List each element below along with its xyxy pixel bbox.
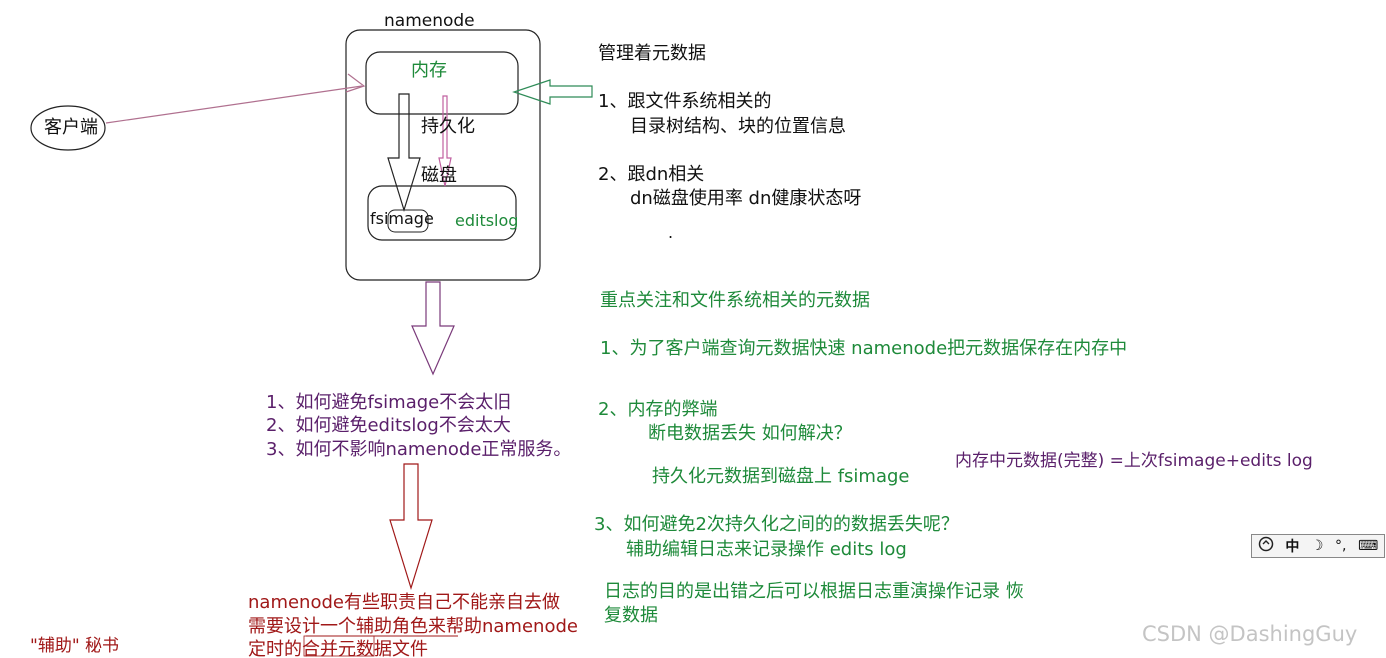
- stray-dot: .: [668, 223, 674, 242]
- focus-point2-title: 2、内存的弊端: [598, 399, 718, 420]
- metadata-item2-detail: dn磁盘使用率 dn健康状态呀: [630, 188, 862, 209]
- metadata-input-arrow: [512, 79, 593, 105]
- secondary-line2: 需要设计一个辅助角色来帮助namenode: [248, 616, 578, 637]
- client-ellipse: [30, 105, 106, 151]
- memory-box: [365, 51, 519, 115]
- watermark: CSDN @DashingGuy: [1142, 622, 1358, 646]
- ime-language-toggle[interactable]: 中: [1285, 539, 1300, 555]
- ime-logo-icon[interactable]: [1258, 536, 1274, 556]
- focus-point1: 1、为了客户端查询元数据快速 namenode把元数据保存在内存中: [600, 338, 1128, 359]
- log-purpose-line1: 日志的目的是出错之后可以根据日志重演操作记录 恢: [604, 581, 1024, 602]
- question-2: 2、如何避免editslog不会太大: [266, 415, 511, 436]
- question-3: 3、如何不影响namenode正常服务。: [266, 439, 572, 460]
- secondary-line1: namenode有些职责自己不能亲自去做: [248, 592, 560, 613]
- namenode-box: [345, 29, 541, 281]
- focus-point2-detail: 断电数据丢失 如何解决？: [648, 423, 852, 444]
- metadata-item1-detail: 目录树结构、块的位置信息: [630, 116, 846, 137]
- memory-label: 内存: [411, 60, 447, 81]
- persist-label: 持久化: [421, 116, 475, 137]
- namenode-to-questions-arrow: [411, 281, 455, 376]
- focus-point2-solution: 持久化元数据到磁盘上 fsimage: [652, 466, 910, 487]
- namenode-label: namenode: [384, 11, 475, 31]
- edits-arrow: [438, 95, 452, 187]
- focus-point3-detail: 辅助编辑日志来记录操作 edits log: [626, 539, 907, 560]
- disk-label: 磁盘: [421, 165, 457, 186]
- punctuation-toggle[interactable]: °,: [1334, 538, 1347, 554]
- fsimage-inner-box: [387, 209, 429, 233]
- secondary-small-box: [303, 635, 375, 657]
- metadata-item1-title: 1、跟文件系统相关的: [598, 91, 772, 112]
- log-purpose-line2: 复数据: [604, 605, 658, 626]
- memory-to-disk-arrow: [387, 93, 421, 213]
- moon-icon[interactable]: ☽: [1310, 538, 1324, 554]
- metadata-item2-title: 2、跟dn相关: [598, 164, 705, 185]
- client-arrowhead: [345, 73, 366, 93]
- questions-to-secondary-arrow: [389, 463, 433, 591]
- client-to-namenode-line: [105, 85, 363, 124]
- focus-heading: 重点关注和文件系统相关的元数据: [600, 290, 870, 311]
- metadata-heading: 管理着元数据: [598, 43, 706, 64]
- question-1: 1、如何避免fsimage不会太旧: [266, 392, 512, 413]
- assistant-label: "辅助" 秘书: [30, 636, 120, 656]
- secondary-line3: 定时的合并元数据文件: [248, 639, 428, 658]
- disk-box: [367, 185, 517, 241]
- focus-point3-title: 3、如何避免2次持久化之间的的数据丢失呢？: [594, 514, 959, 535]
- editslog-label: editslog: [455, 211, 519, 230]
- client-label: 客户端: [44, 117, 98, 138]
- ime-toolbar[interactable]: 中 ☽ °, ⌨: [1251, 534, 1385, 558]
- memory-formula: 内存中元数据(完整) =上次fsimage+edits log: [955, 451, 1313, 471]
- fsimage-label: fsimage: [370, 209, 434, 228]
- keyboard-icon[interactable]: ⌨: [1357, 538, 1379, 554]
